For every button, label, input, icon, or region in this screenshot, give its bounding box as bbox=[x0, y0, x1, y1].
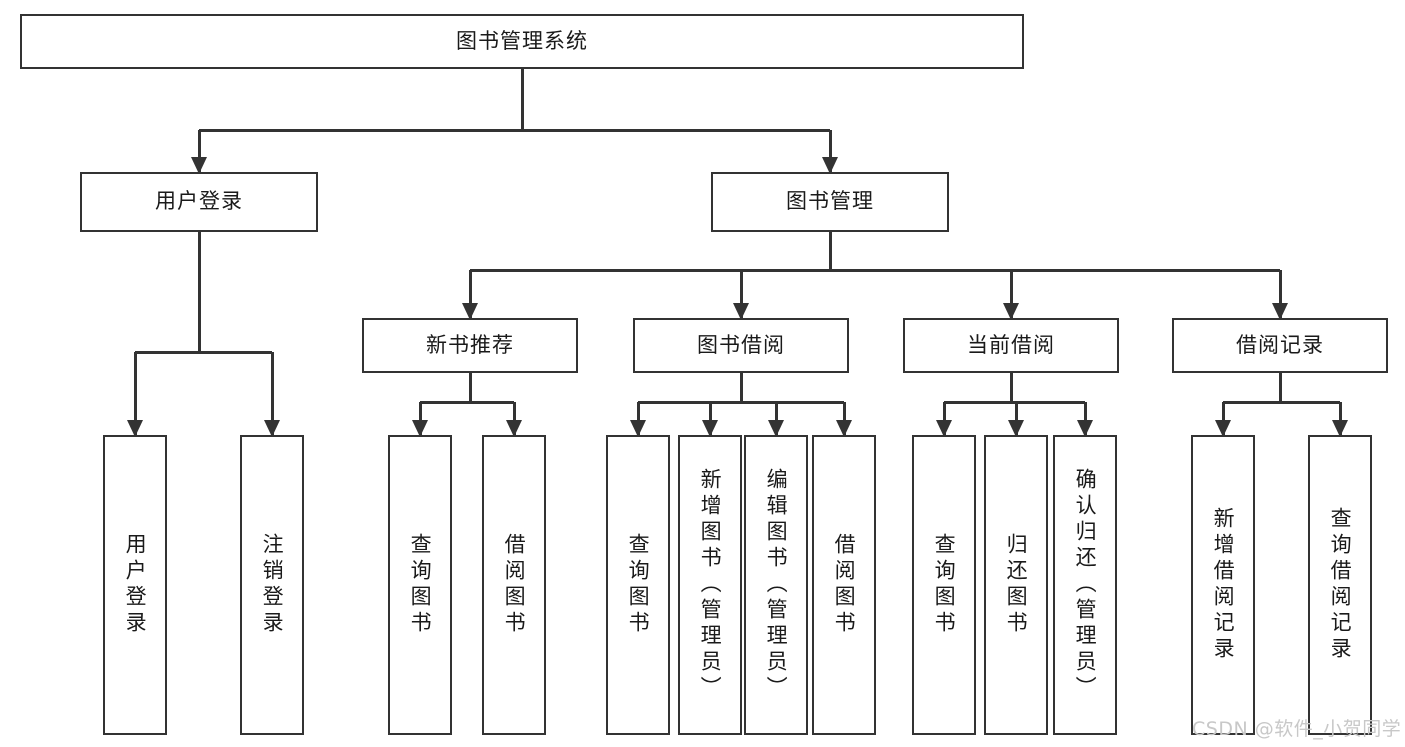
arrowhead-leaf-confirm-return bbox=[1077, 420, 1093, 437]
drop-borrow-record bbox=[1279, 270, 1282, 318]
arrowhead-leaf-user-logout bbox=[264, 420, 280, 437]
arrowhead-new-book-recommend bbox=[462, 303, 478, 320]
bar-root bbox=[199, 129, 830, 132]
node-leaf-query-book-current[interactable]: 查询图书 bbox=[912, 435, 976, 735]
node-leaf-user-logout[interactable]: 注销登录 bbox=[240, 435, 304, 735]
node-label: 新增图书（管理员） bbox=[698, 468, 723, 702]
arrowhead-leaf-query-book-borrow bbox=[630, 420, 646, 437]
arrowhead-leaf-add-borrow-record bbox=[1215, 420, 1231, 437]
node-label: 用户登录 bbox=[123, 533, 148, 637]
drop-current-borrow bbox=[1010, 270, 1013, 318]
node-leaf-add-borrow-record[interactable]: 新增借阅记录 bbox=[1191, 435, 1255, 735]
node-label: 当前借阅 bbox=[967, 332, 1055, 357]
arrowhead-borrow-record bbox=[1272, 303, 1288, 320]
bar-user-login bbox=[135, 351, 272, 354]
node-leaf-return-book[interactable]: 归还图书 bbox=[984, 435, 1048, 735]
arrowhead-leaf-query-book-recommend bbox=[412, 420, 428, 437]
arrowhead-leaf-borrow-book bbox=[836, 420, 852, 437]
node-new-book-recommend[interactable]: 新书推荐 bbox=[362, 318, 578, 373]
arrowhead-user-login bbox=[191, 157, 207, 174]
stem-root bbox=[521, 69, 524, 130]
node-leaf-query-borrow-record[interactable]: 查询借阅记录 bbox=[1308, 435, 1372, 735]
drop-leaf-user-login bbox=[134, 352, 137, 435]
drop-leaf-user-logout bbox=[271, 352, 274, 435]
csdn-watermark: CSDN @软件_小贺同学 bbox=[1192, 718, 1402, 740]
drop-leaf-add-borrow-record bbox=[1222, 402, 1225, 435]
node-borrow-record[interactable]: 借阅记录 bbox=[1172, 318, 1388, 373]
node-label: 图书管理 bbox=[786, 189, 874, 214]
node-current-borrow[interactable]: 当前借阅 bbox=[903, 318, 1119, 373]
drop-book-manage bbox=[829, 130, 832, 172]
drop-user-login bbox=[198, 130, 201, 172]
drop-leaf-query-book-borrow bbox=[637, 402, 640, 435]
drop-leaf-query-book-recommend bbox=[419, 402, 422, 435]
node-leaf-query-book-recommend[interactable]: 查询图书 bbox=[388, 435, 452, 735]
node-leaf-borrow-book-recommend[interactable]: 借阅图书 bbox=[482, 435, 546, 735]
node-label: 借阅记录 bbox=[1236, 332, 1324, 357]
node-label: 归还图书 bbox=[1004, 533, 1029, 637]
bar-current-borrow bbox=[944, 401, 1085, 404]
node-leaf-borrow-book[interactable]: 借阅图书 bbox=[812, 435, 876, 735]
arrowhead-leaf-edit-book bbox=[768, 420, 784, 437]
stem-book-borrow bbox=[740, 373, 743, 402]
drop-leaf-borrow-book-recommend bbox=[513, 402, 516, 435]
arrowhead-book-borrow bbox=[733, 303, 749, 320]
stem-user-login bbox=[198, 232, 201, 352]
arrowhead-leaf-query-borrow-record bbox=[1332, 420, 1348, 437]
stem-book-manage bbox=[829, 232, 832, 270]
node-label: 注销登录 bbox=[260, 533, 285, 637]
node-label: 确认归还（管理员） bbox=[1073, 468, 1098, 702]
drop-leaf-add-book bbox=[709, 402, 712, 435]
drop-leaf-return-book bbox=[1015, 402, 1018, 435]
bar-borrow-record bbox=[1223, 401, 1340, 404]
node-label: 查询借阅记录 bbox=[1328, 507, 1353, 663]
arrowhead-leaf-query-book-current bbox=[936, 420, 952, 437]
drop-leaf-borrow-book bbox=[843, 402, 846, 435]
node-label: 编辑图书（管理员） bbox=[764, 468, 789, 702]
drop-book-borrow bbox=[740, 270, 743, 318]
arrowhead-leaf-return-book bbox=[1008, 420, 1024, 437]
node-label: 图书管理系统 bbox=[456, 28, 588, 53]
node-root[interactable]: 图书管理系统 bbox=[20, 14, 1024, 69]
arrowhead-leaf-borrow-book-recommend bbox=[506, 420, 522, 437]
stem-borrow-record bbox=[1279, 373, 1282, 402]
drop-leaf-confirm-return bbox=[1084, 402, 1087, 435]
node-label: 查询图书 bbox=[932, 533, 957, 637]
arrowhead-leaf-add-book bbox=[702, 420, 718, 437]
node-book-manage[interactable]: 图书管理 bbox=[711, 172, 949, 232]
node-leaf-edit-book[interactable]: 编辑图书（管理员） bbox=[744, 435, 808, 735]
node-label: 新书推荐 bbox=[426, 332, 514, 357]
node-label: 新增借阅记录 bbox=[1211, 507, 1236, 663]
bar-book-borrow bbox=[638, 401, 844, 404]
stem-current-borrow bbox=[1010, 373, 1013, 402]
node-leaf-confirm-return[interactable]: 确认归还（管理员） bbox=[1053, 435, 1117, 735]
node-label: 借阅图书 bbox=[502, 533, 527, 637]
node-label: 用户登录 bbox=[155, 189, 243, 214]
node-leaf-query-book-borrow[interactable]: 查询图书 bbox=[606, 435, 670, 735]
arrowhead-current-borrow bbox=[1003, 303, 1019, 320]
node-label: 图书借阅 bbox=[697, 332, 785, 357]
drop-leaf-edit-book bbox=[775, 402, 778, 435]
arrowhead-book-manage bbox=[822, 157, 838, 174]
drop-new-book-recommend bbox=[469, 270, 472, 318]
node-label: 查询图书 bbox=[626, 533, 651, 637]
node-label: 查询图书 bbox=[408, 533, 433, 637]
stem-new-book-recommend bbox=[469, 373, 472, 402]
drop-leaf-query-borrow-record bbox=[1339, 402, 1342, 435]
node-leaf-add-book[interactable]: 新增图书（管理员） bbox=[678, 435, 742, 735]
node-label: 借阅图书 bbox=[832, 533, 857, 637]
arrowhead-leaf-user-login bbox=[127, 420, 143, 437]
node-user-login[interactable]: 用户登录 bbox=[80, 172, 318, 232]
bar-new-book-recommend bbox=[420, 401, 514, 404]
node-book-borrow[interactable]: 图书借阅 bbox=[633, 318, 849, 373]
drop-leaf-query-book-current bbox=[943, 402, 946, 435]
node-leaf-user-login[interactable]: 用户登录 bbox=[103, 435, 167, 735]
bar-book-manage bbox=[470, 269, 1280, 272]
